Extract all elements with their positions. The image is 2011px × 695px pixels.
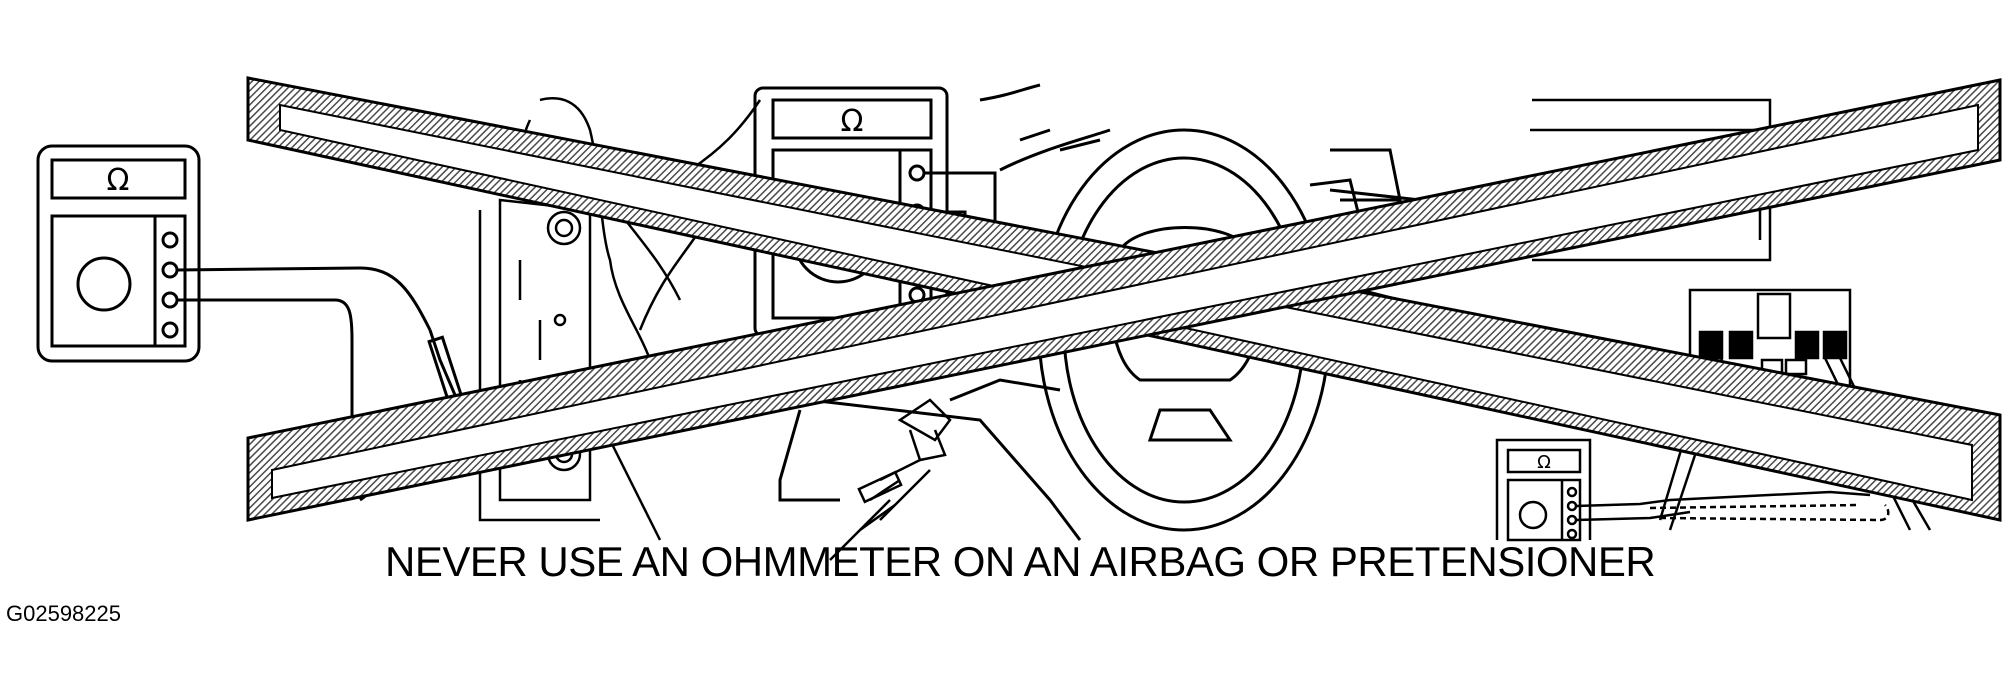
steering-column-connector-icon: [829, 398, 952, 561]
warning-caption: NEVER USE AN OHMMETER ON AN AIRBAG OR PR…: [385, 538, 1656, 585]
ohmmeter-left-icon: Ω: [36, 144, 201, 363]
prohibition-cross-icon: [246, 76, 2002, 522]
ohm-symbol-left: Ω: [107, 163, 130, 198]
ohm-symbol-center: Ω: [841, 104, 864, 139]
figure-id: G02598225: [6, 601, 121, 626]
ohm-symbol-right: Ω: [1537, 452, 1551, 473]
ohmmeter-right-icon: Ω: [1495, 438, 1890, 542]
